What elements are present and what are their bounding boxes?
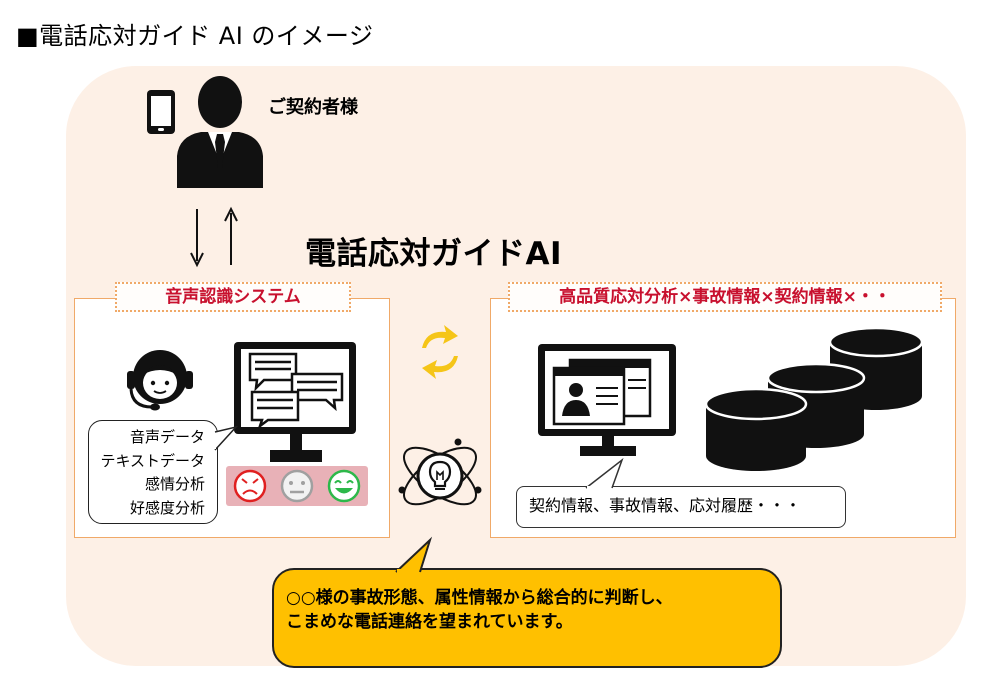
- monitor-profile-icon: [538, 344, 676, 456]
- callout-line-1: ○○様の事故形態、属性情報から総合的に判断し、: [286, 588, 673, 608]
- database-icon: [704, 326, 924, 471]
- bidirectional-arrows-icon: [190, 206, 238, 268]
- monitor-chat-icon: [234, 342, 356, 462]
- callout-tail: [395, 536, 433, 575]
- analysis-title: 高品質応対分析×事故情報×契約情報×・・: [508, 282, 942, 312]
- speech-item: 音声データ: [129, 428, 205, 446]
- speech-bubble-tail: [213, 425, 239, 451]
- speech-data-bubble: 音声データ テキストデータ 感情分析 好感度分析: [88, 420, 218, 524]
- operator-headset-icon: [127, 350, 193, 411]
- ai-title: 電話応対ガイドAI: [305, 236, 563, 272]
- speech-item: 感情分析: [144, 475, 205, 493]
- customer-info-bubble: 契約情報、事故情報、応対履歴・・・: [516, 486, 846, 528]
- sad-face-icon: [233, 469, 267, 503]
- info-bubble-tail: [585, 457, 624, 490]
- happy-face-icon: [327, 469, 361, 503]
- speech-item: 好感度分析: [129, 498, 205, 517]
- customer-label: ご契約者様: [268, 97, 358, 118]
- page-title: ■電話応対ガイド AI のイメージ: [16, 22, 374, 50]
- speech-recognition-title: 音声認識システム: [115, 282, 351, 312]
- speech-item: テキストデータ: [100, 451, 205, 470]
- smartphone-icon: [147, 90, 175, 134]
- ai-lightbulb-atom-icon: [398, 438, 482, 506]
- businessman-icon: [177, 76, 263, 188]
- neutral-face-icon: [280, 469, 314, 503]
- callout-line-2: こまめな電話連絡を望まれています。: [286, 612, 573, 632]
- ai-guidance-callout: ○○様の事故形態、属性情報から総合的に判断し、 こまめな電話連絡を望まれています…: [272, 568, 782, 668]
- sync-arrows-icon: [422, 325, 458, 379]
